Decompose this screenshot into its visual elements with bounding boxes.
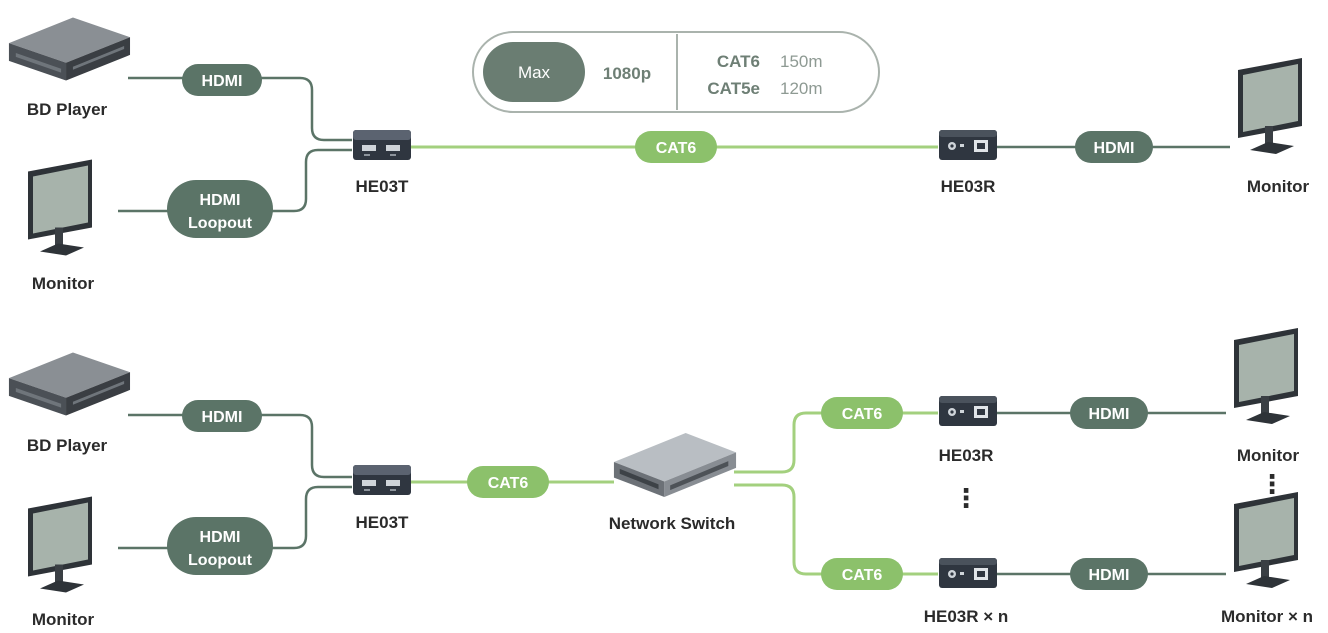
bottom-loopout-line2: Loopout — [188, 552, 253, 569]
bottom-cat6-switch-pill — [467, 466, 549, 498]
bottom-monitor-lower-label: Monitor × n — [1221, 607, 1313, 626]
bottom-hdmi-upper-label: HDMI — [1089, 406, 1130, 423]
bottom-hdmi-in-line — [128, 413, 352, 479]
monitor-icon — [28, 159, 92, 256]
spec-distance-2: 120m — [780, 79, 823, 98]
receiver-icon — [939, 130, 997, 160]
receiver-icon — [939, 558, 997, 588]
spec-box: Max 1080p CAT6 150m CAT5e 120m — [472, 31, 880, 113]
monitor-icon — [1234, 328, 1298, 424]
bottom-cat6-upper-pill — [821, 397, 903, 429]
receiver-ellipsis: ⋮ — [953, 483, 979, 513]
bottom-loopout-line1: HDMI — [200, 529, 241, 546]
bottom-loopout-pill — [167, 517, 273, 575]
spec-distance-1: 150m — [780, 52, 823, 71]
transmitter-icon — [353, 465, 411, 495]
receiver-icon — [939, 396, 997, 426]
top-hdmi-out-label: HDMI — [1094, 140, 1135, 157]
monitor-icon — [1234, 492, 1298, 588]
bottom-monitor-upper-label: Monitor — [1237, 446, 1300, 465]
top-hdmi-out-pill — [1075, 131, 1153, 163]
bottom-hdmi-in-label: HDMI — [202, 409, 243, 426]
bottom-switch-label: Network Switch — [609, 514, 736, 533]
top-loopout-pill — [167, 180, 273, 238]
bottom-cat6-upper-line — [734, 411, 938, 474]
network-switch-icon — [613, 432, 737, 497]
bottom-hdmi-lower-pill — [1070, 558, 1148, 590]
bd-player-icon — [8, 17, 131, 81]
bottom-diagram: BD Player Monitor HE03T Network Switch H… — [8, 328, 1313, 629]
bottom-hdmi-upper-pill — [1070, 397, 1148, 429]
spec-cable-2: CAT5e — [707, 79, 760, 98]
bottom-hdmi-lower-label: HDMI — [1089, 567, 1130, 584]
top-hdmi-in-pill — [182, 64, 262, 96]
top-transmitter-label: HE03T — [356, 177, 410, 196]
monitor-ellipsis: ⋮ — [1259, 469, 1285, 499]
top-hdmi-in-line — [128, 76, 352, 142]
top-cat6-pill — [635, 131, 717, 163]
bottom-receiver-upper-label: HE03R — [939, 446, 994, 465]
top-monitor-right-label: Monitor — [1247, 177, 1310, 196]
bottom-bd-player-label: BD Player — [27, 436, 108, 455]
monitor-icon — [1238, 58, 1302, 154]
bd-player-icon — [8, 352, 131, 416]
bottom-cat6-upper-label: CAT6 — [842, 406, 883, 423]
top-loopout-line1: HDMI — [200, 192, 241, 209]
bottom-cat6-lower-label: CAT6 — [842, 567, 883, 584]
top-monitor-left-label: Monitor — [32, 274, 95, 293]
bottom-loopout-line — [118, 485, 352, 550]
resolution-label: 1080p — [603, 64, 651, 83]
transmitter-icon — [353, 130, 411, 160]
top-diagram: BD Player Monitor HE03T HE03R Monitor HD… — [8, 17, 1310, 293]
top-loopout-line — [118, 148, 352, 213]
bottom-cat6-lower-line — [734, 483, 938, 576]
bottom-hdmi-in-pill — [182, 400, 262, 432]
top-cat6-label: CAT6 — [656, 140, 697, 157]
bottom-transmitter-label: HE03T — [356, 513, 410, 532]
max-pill — [483, 42, 585, 102]
top-loopout-line2: Loopout — [188, 215, 253, 232]
bottom-cat6-switch-label: CAT6 — [488, 475, 529, 492]
top-receiver-label: HE03R — [941, 177, 996, 196]
bottom-receiver-lower-label: HE03R × n — [924, 607, 1009, 626]
top-bd-player-label: BD Player — [27, 100, 108, 119]
max-label: Max — [518, 63, 551, 82]
spec-cable-1: CAT6 — [717, 52, 760, 71]
monitor-icon — [28, 496, 92, 593]
bottom-cat6-lower-pill — [821, 558, 903, 590]
bottom-monitor-left-label: Monitor — [32, 610, 95, 629]
top-hdmi-in-label: HDMI — [202, 73, 243, 90]
